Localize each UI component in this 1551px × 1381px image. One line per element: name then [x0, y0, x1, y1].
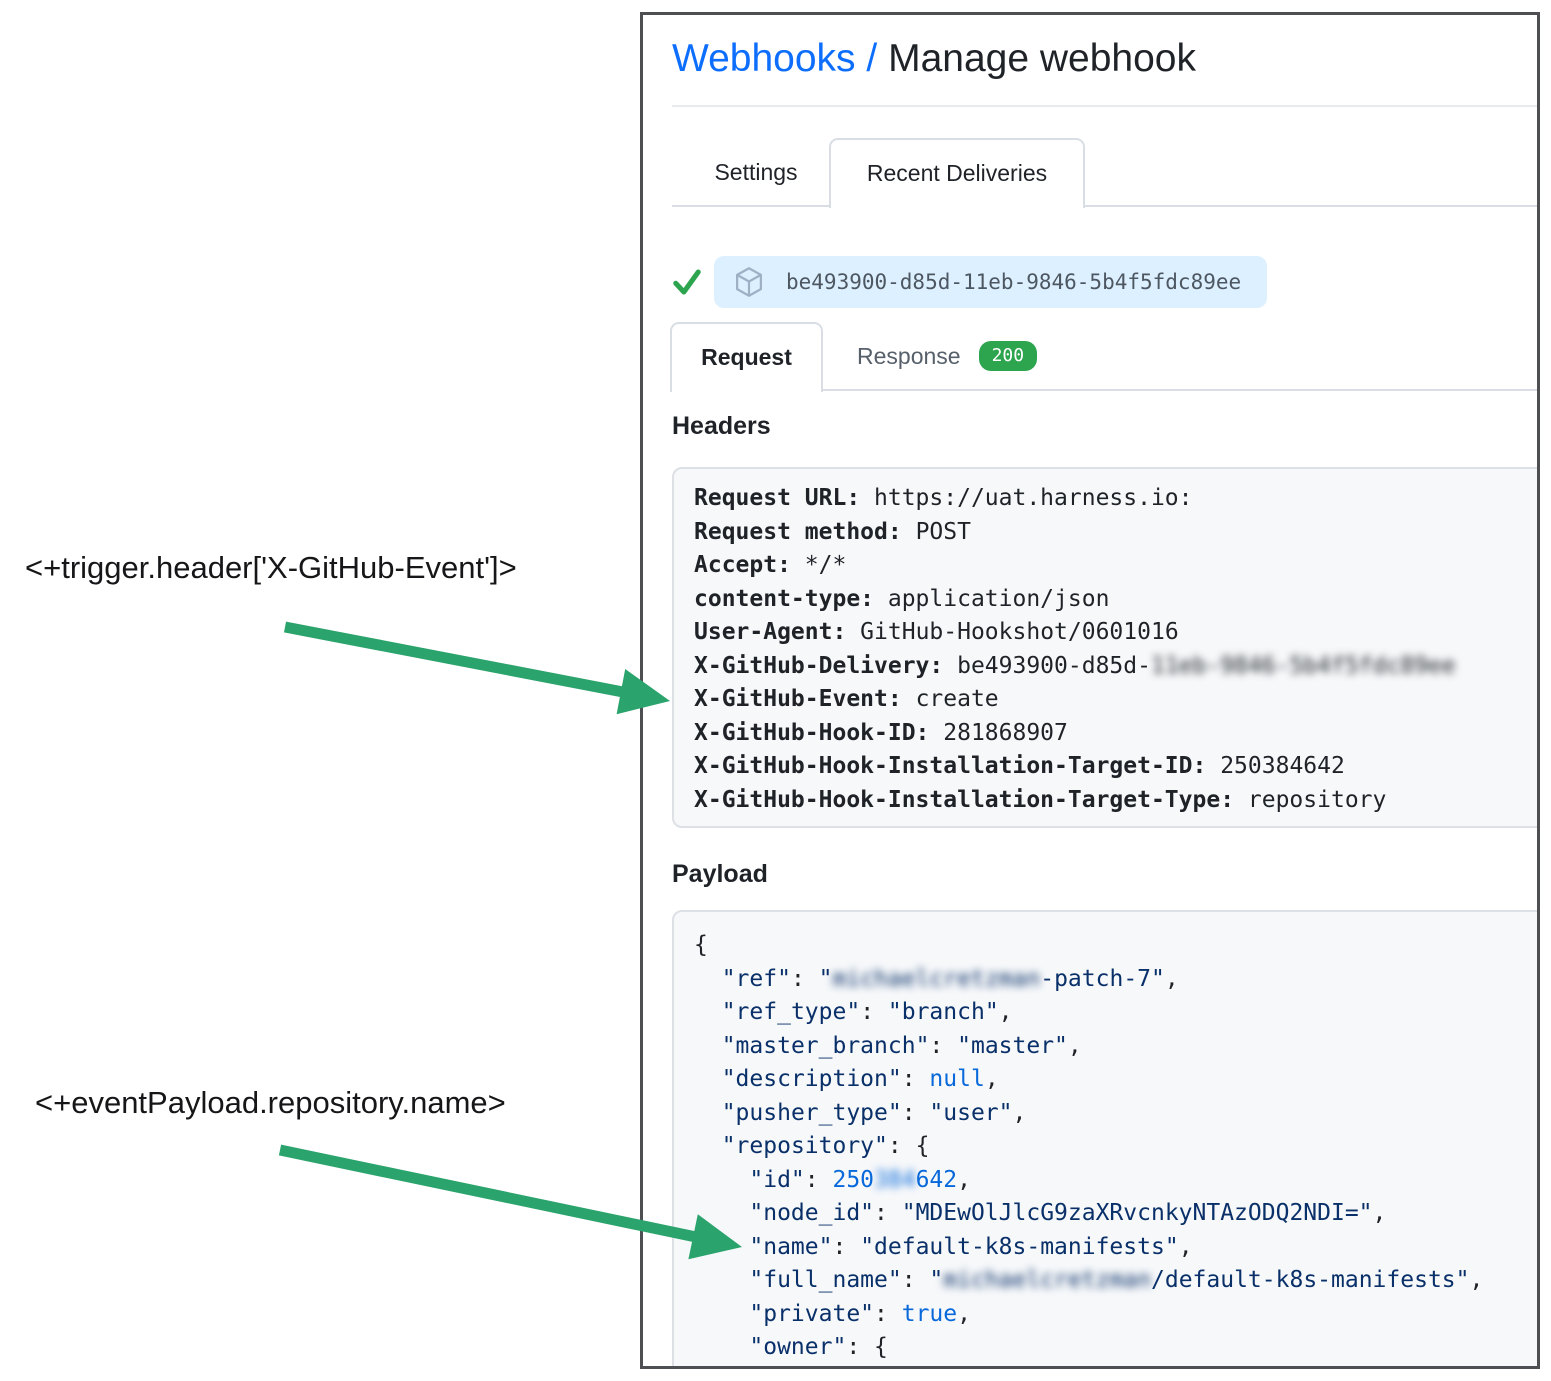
headers-section-title: Headers	[672, 412, 771, 440]
payload-section-title: Payload	[672, 860, 768, 888]
breadcrumb-webhooks-link[interactable]: Webhooks /	[672, 37, 878, 80]
header-line: Accept: */*	[694, 552, 847, 578]
header-line: Request URL: https://uat.harness.io:	[694, 485, 1193, 511]
annotation-trigger-header-expression: <+trigger.header['X-GitHub-Event']>	[25, 550, 517, 585]
tab-settings[interactable]: Settings	[714, 159, 798, 185]
payload-line: "id": 250384642,	[749, 1166, 971, 1193]
primary-tabnav-border	[672, 205, 1537, 207]
annotation-arrow-trigger-header	[283, 621, 670, 715]
tab-response-label: Response	[857, 342, 961, 369]
payload-line: {	[694, 932, 708, 958]
payload-line: "private": true,	[749, 1300, 971, 1327]
title-separator	[672, 105, 1537, 107]
webhook-panel: Webhooks / Manage webhook Settings Recen…	[640, 12, 1540, 1369]
header-line: X-GitHub-Hook-Installation-Target-ID: 25…	[694, 753, 1345, 779]
payload-line: "ref_type": "branch",	[721, 999, 1013, 1025]
response-status-badge: 200	[978, 341, 1038, 371]
headers-code-block: Request URL: https://uat.harness.io: Requ…	[672, 467, 1537, 828]
annotation-event-payload-expression: <+eventPayload.repository.name>	[35, 1085, 506, 1120]
payload-line: "owner": {	[749, 1334, 888, 1360]
header-line: X-GitHub-Delivery: be493900-d85d-11eb-98…	[694, 652, 1456, 679]
delivery-status-row: be493900-d85d-11eb-9846-5b4f5fdc89ee	[672, 256, 1268, 308]
payload-code-block: { "ref": "michaelcretzman-patch-7", "ref…	[672, 910, 1537, 1366]
payload-line: "master_branch": "master",	[721, 1032, 1082, 1059]
delivery-id: be493900-d85d-11eb-9846-5b4f5fdc89ee	[786, 270, 1242, 294]
check-icon	[672, 267, 702, 297]
header-line: X-GitHub-Event: create	[694, 686, 999, 712]
package-icon	[734, 267, 764, 297]
tab-response[interactable]: Response 200	[857, 322, 1038, 390]
header-line: X-GitHub-Hook-Installation-Target-Type: …	[694, 786, 1387, 813]
payload-line: "full_name": "michaelcretzman/default-k8…	[749, 1267, 1484, 1293]
tab-recent-deliveries[interactable]: Recent Deliveries	[829, 138, 1085, 208]
tab-request[interactable]: Request	[670, 322, 823, 392]
payload-line: "name": "default-k8s-manifests",	[749, 1233, 1193, 1260]
header-line: content-type: application/json	[694, 585, 1110, 612]
page-title-current: Manage webhook	[888, 37, 1196, 80]
payload-line: "description": null,	[721, 1066, 999, 1092]
secondary-tabnav-border	[672, 389, 1537, 391]
page-title: Webhooks / Manage webhook	[672, 37, 1196, 81]
payload-line: "node_id": "MDEwOlJlcG9zaXRvcnkyNTAzODQ2…	[749, 1200, 1387, 1226]
header-line: User-Agent: GitHub-Hookshot/0601016	[694, 619, 1179, 645]
payload-line: "pusher_type": "user",	[721, 1099, 1027, 1126]
delivery-pill[interactable]: be493900-d85d-11eb-9846-5b4f5fdc89ee	[714, 256, 1268, 308]
payload-line: "ref": "michaelcretzman-patch-7",	[721, 965, 1179, 992]
header-line: X-GitHub-Hook-ID: 281868907	[694, 719, 1068, 746]
payload-line: "repository": {	[721, 1133, 930, 1159]
header-line: Request method: POST	[694, 518, 971, 545]
